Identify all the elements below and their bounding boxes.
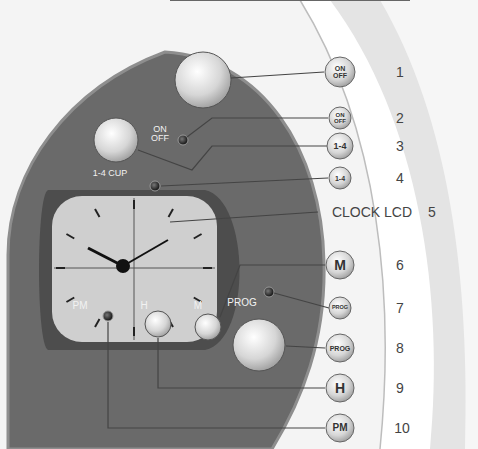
prog-led xyxy=(264,287,274,297)
callout-number: 6 xyxy=(396,258,404,273)
clock-lcd xyxy=(52,196,217,342)
icon-text: PROG xyxy=(330,345,351,352)
callout-icon: PM xyxy=(325,413,355,443)
panel-label: PM xyxy=(73,301,88,312)
panel-label: H xyxy=(140,301,147,312)
icon-text: ON OFF xyxy=(334,112,346,124)
leader-lines xyxy=(108,72,329,428)
cup-led xyxy=(150,181,160,191)
cup-button xyxy=(94,118,138,162)
callout-number: 7 xyxy=(396,301,404,316)
callout-number: 4 xyxy=(396,171,404,186)
icon-text: H xyxy=(335,381,345,395)
prog-button xyxy=(233,319,285,371)
icon-text: ON OFF xyxy=(332,65,348,79)
panel-label: 1-4 CUP xyxy=(93,169,128,178)
icon-text: 1-4 xyxy=(333,142,346,151)
callout-number: 9 xyxy=(396,381,404,396)
icon-text: PM xyxy=(333,423,348,433)
callout-number: 5 xyxy=(428,205,436,220)
pm-led xyxy=(103,311,113,321)
callout-number: 10 xyxy=(394,421,410,436)
callout-icon: PROG xyxy=(328,296,352,320)
callout-icon: PROG xyxy=(325,333,355,363)
callout-icon: ON OFF xyxy=(328,106,352,130)
control-panel xyxy=(8,52,324,449)
callout-number: 2 xyxy=(396,111,404,126)
icon-text: PROG xyxy=(332,305,348,311)
callout-icon: H xyxy=(325,373,355,403)
panel-label: ON OFF xyxy=(150,125,170,144)
minute-button xyxy=(195,314,221,340)
icon-text: 1-4 xyxy=(335,175,345,182)
icon-text: M xyxy=(334,258,346,272)
lcd-bezel xyxy=(39,190,240,350)
minute-hand xyxy=(123,240,168,266)
hour-button xyxy=(145,311,171,337)
on-off-button xyxy=(175,52,231,108)
callout-number: 1 xyxy=(396,65,404,80)
callout-number: 8 xyxy=(396,341,404,356)
body-band xyxy=(300,0,478,449)
panel-label: PROG xyxy=(227,298,256,309)
callout-icon: 1-4 xyxy=(326,132,354,160)
on-off-led xyxy=(178,135,188,145)
callout-number: 3 xyxy=(396,139,404,154)
part-name: CLOCK LCD xyxy=(332,205,412,220)
panel-label: M xyxy=(194,301,202,312)
callout-icon: ON OFF xyxy=(324,56,356,88)
body-edge xyxy=(380,0,478,449)
callout-icon: 1-4 xyxy=(328,166,352,190)
callout-icon: M xyxy=(325,250,355,280)
